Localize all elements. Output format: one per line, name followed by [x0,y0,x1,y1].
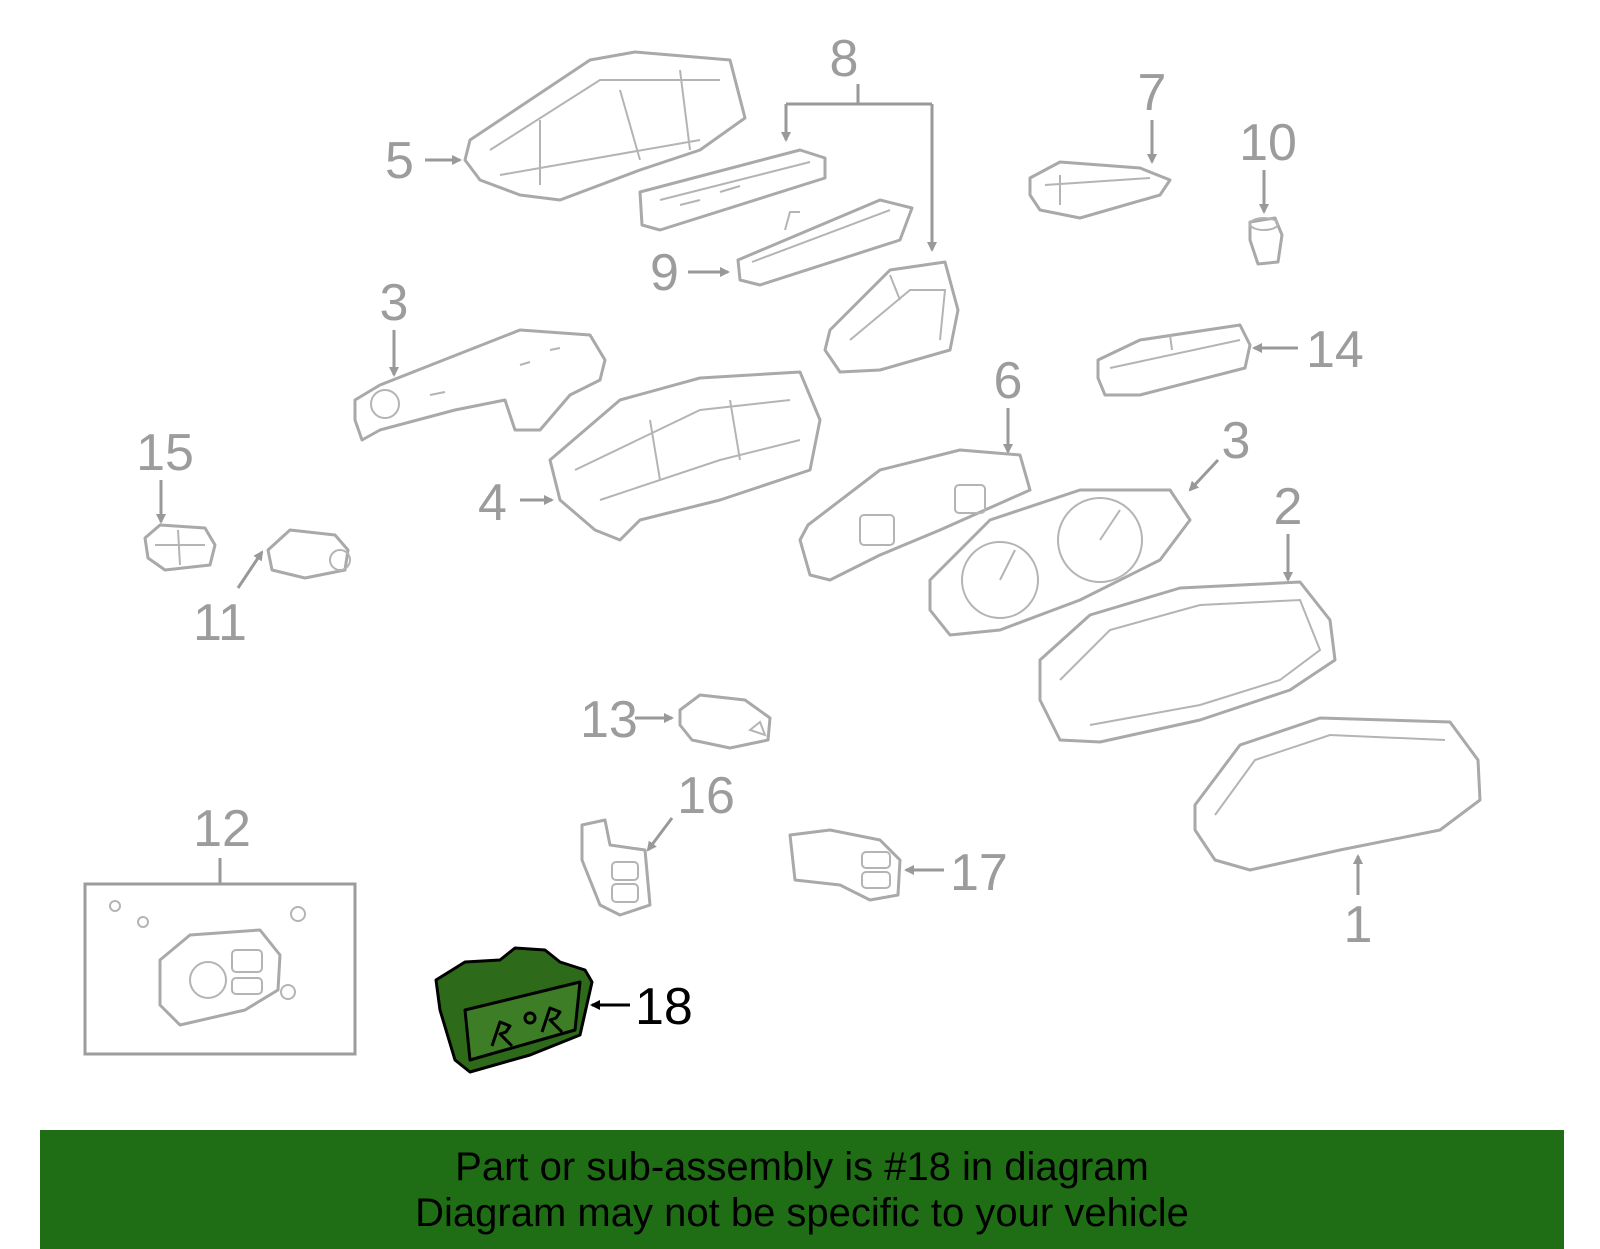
callout-9: 9 [650,244,730,302]
callout-17: 17 [904,844,1008,902]
part-1-glass-lens[interactable] [1193,716,1482,872]
svg-text:12: 12 [193,800,251,858]
svg-text:3: 3 [380,274,409,332]
callout-16: 16 [646,767,735,852]
part-15-switch[interactable] [143,523,217,572]
part-8-bezel[interactable] [823,260,960,374]
svg-text:9: 9 [650,244,679,302]
callout-3-right: 3 [1188,412,1251,492]
part-6-circuit-right[interactable] [798,448,1032,582]
part-9-board[interactable] [736,198,914,287]
part-3-gauge-face[interactable] [928,488,1192,637]
svg-text:7: 7 [1138,64,1167,122]
part-4-case[interactable] [548,370,822,542]
svg-text:11: 11 [193,594,247,652]
svg-text:18: 18 [635,978,693,1036]
part-13-switch[interactable] [678,693,772,750]
svg-text:4: 4 [478,474,507,532]
part-10-bulb[interactable] [1248,216,1284,266]
callout-3-left: 3 [380,274,409,377]
callout-10: 10 [1239,114,1297,214]
callout-2: 2 [1274,478,1303,582]
callout-14: 14 [1252,321,1364,379]
part-16-switch[interactable] [580,818,652,917]
info-banner: Part or sub-assembly is #18 in diagram D… [40,1130,1564,1249]
svg-text:15: 15 [136,424,194,482]
part-18-glyph-right [540,1006,564,1034]
callout-4: 4 [478,474,554,532]
svg-text:10: 10 [1239,114,1297,172]
part-7-switch[interactable] [1028,160,1172,220]
callout-7: 7 [1138,64,1167,164]
part-5-housing[interactable] [463,50,747,202]
banner-line-part: Part or sub-assembly is #18 in diagram [455,1144,1149,1189]
callout-15: 15 [136,424,194,524]
part-2-lens-housing[interactable] [1038,580,1337,744]
callout-8: 8 [781,30,937,252]
svg-text:8: 8 [830,30,859,88]
callout-6: 6 [994,352,1023,454]
callout-1: 1 [1344,854,1373,954]
svg-text:5: 5 [385,132,414,190]
callout-12: 12 [193,800,251,884]
callout-11: 11 [193,550,264,652]
part-3-circuit-left[interactable] [353,328,607,442]
svg-text:3: 3 [1222,412,1251,470]
part-18-glyph-circle [523,1011,537,1025]
svg-text:16: 16 [677,767,735,825]
part-12-kit-box[interactable] [83,882,357,1056]
svg-text:6: 6 [994,352,1023,410]
banner-line-disclaimer: Diagram may not be specific to your vehi… [415,1190,1189,1235]
svg-text:1: 1 [1344,896,1373,954]
svg-text:2: 2 [1274,478,1303,536]
svg-text:17: 17 [950,844,1008,902]
part-17-switch[interactable] [788,828,902,902]
callout-5: 5 [385,132,462,190]
part-18-highlighted-switch[interactable] [434,946,594,1074]
part-8-board-upper[interactable] [638,148,827,232]
part-11-switch[interactable] [266,528,351,580]
svg-text:13: 13 [580,691,638,749]
part-14-switch-panel[interactable] [1096,323,1252,397]
svg-text:14: 14 [1306,321,1364,379]
callout-13: 13 [580,691,674,749]
callout-18: 18 [590,978,693,1036]
part-18-glyph-left [490,1020,514,1048]
